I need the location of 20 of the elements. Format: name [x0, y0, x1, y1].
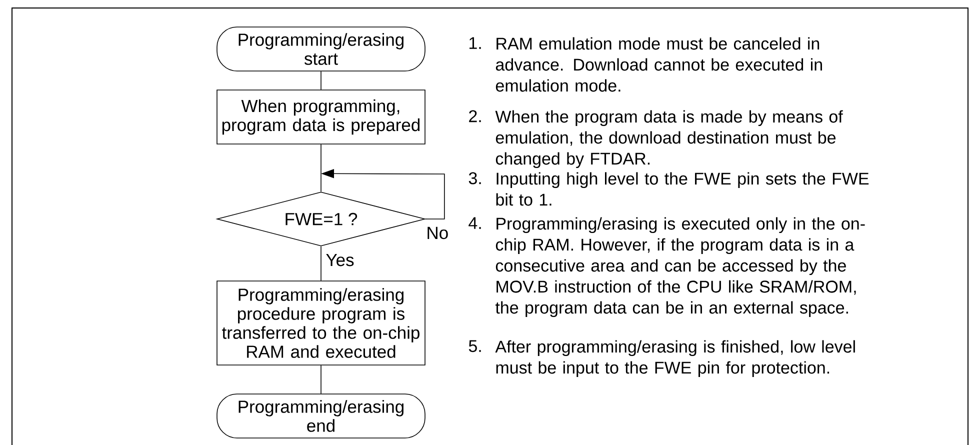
note-text: Programming/erasing is executed only in the on-chip RAM. However, if the program data is in a consecutive area and can be accessed by the MOV.B instruction of the CPU like SRAM/ROM, the program data can be in an external space.: [495, 217, 865, 318]
note-number: 5.: [468, 340, 481, 352]
terminal-box: Programming/erasing end: [216, 394, 426, 438]
note-text: When the program data is made by means of emulation, the download destination must be changed by FTDAR.: [495, 110, 843, 168]
connector: [320, 71, 322, 90]
process-box: Programming/erasing procedure program is transferred to the on-chip RAM and executed: [216, 280, 426, 366]
note-number: 4.: [468, 217, 481, 229]
connector: [320, 246, 322, 281]
note-number: 2.: [469, 110, 481, 122]
note-text: RAM emulation mode must be canceled in advance. Download cannot be executed in emulation mode.: [496, 37, 822, 92]
note-number: 1.: [470, 37, 481, 49]
connector: [320, 144, 322, 192]
connector: [320, 365, 322, 394]
process-box: When programming, program data is prepared: [216, 90, 426, 144]
terminal-box: Programming/erasing start: [216, 26, 426, 72]
note-text: After programming/erasing is finished, low level must be input to the FWE pin for protection.: [495, 340, 855, 378]
edge-label: Yes: [324, 252, 356, 268]
note-number: 3.: [468, 172, 481, 184]
edge-label: No: [425, 226, 450, 240]
note-text: Inputting high level to the FWE pin sets the FWE bit to 1.: [496, 172, 869, 206]
